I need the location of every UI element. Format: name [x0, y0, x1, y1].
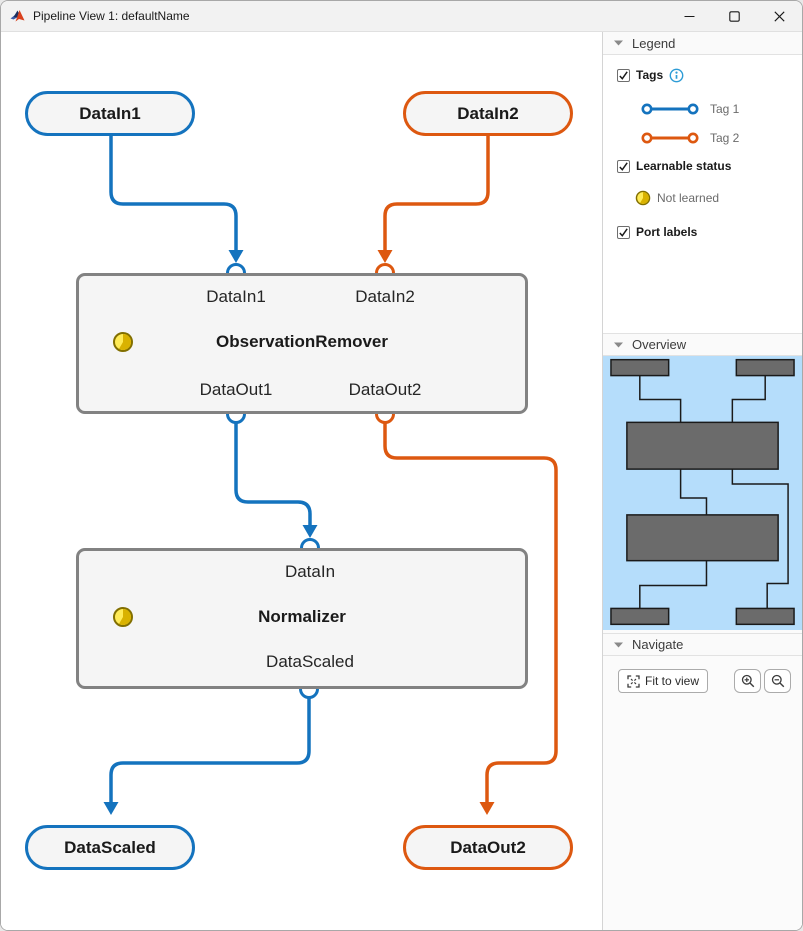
zoom-in-button[interactable]: [734, 669, 761, 693]
sink-node-dataout2[interactable]: DataOut2: [403, 825, 573, 870]
maximize-icon: [729, 10, 740, 22]
connection-datain2-to-observationremover[interactable]: [383, 134, 490, 253]
port-labels-row: Port labels: [617, 222, 697, 242]
sidebar: Legend Tags: [602, 32, 802, 930]
tag2-legend-row: Tag 2: [641, 128, 739, 148]
node-label: DataOut2: [450, 837, 526, 857]
minimize-button[interactable]: [667, 1, 712, 31]
node-label: DataIn1: [79, 103, 141, 123]
block-normalizer[interactable]: [76, 548, 528, 689]
checkmark-icon: [619, 227, 628, 237]
legend-section-header[interactable]: Legend: [603, 32, 802, 55]
source-node-datain1[interactable]: DataIn1: [25, 91, 195, 136]
node-label: DataScaled: [64, 837, 156, 857]
block-title: Normalizer: [258, 607, 346, 626]
port-label: DataIn: [284, 562, 336, 581]
port-label: DataOut1: [199, 380, 273, 399]
title-bar: Pipeline View 1: defaultName: [1, 1, 802, 32]
zoom-in-icon: [741, 674, 754, 688]
window-title: Pipeline View 1: defaultName: [33, 9, 190, 23]
pipeline-canvas[interactable]: DataIn1 DataIn2 DataScaled DataOut2 Data…: [1, 32, 602, 930]
port-labels-label: Port labels: [636, 225, 698, 239]
arrowhead-icon: [377, 250, 393, 263]
connection-dataout2-to-sink[interactable]: [383, 421, 558, 805]
zoom-out-icon: [771, 674, 784, 688]
not-learned-icon: [113, 332, 133, 352]
arrowhead-icon: [103, 802, 119, 815]
tag1-line-icon: [641, 103, 699, 115]
tags-checkbox-row: Tags: [617, 65, 684, 85]
port-label: DataIn1: [206, 287, 266, 306]
arrowhead-icon: [302, 525, 318, 538]
connection-datascaled-to-sink[interactable]: [109, 696, 311, 805]
tags-checkbox[interactable]: [617, 68, 630, 82]
not-learned-icon: [113, 607, 133, 627]
navigate-section-header[interactable]: Navigate: [603, 633, 802, 656]
not-learned-icon: [635, 190, 651, 206]
close-icon: [774, 10, 785, 22]
arrowhead-icon: [479, 802, 495, 815]
learnable-status-label: Learnable status: [636, 159, 732, 173]
block-observationremover[interactable]: [76, 273, 528, 414]
port-label: DataIn2: [355, 287, 415, 306]
not-learned-label: Not learned: [657, 191, 720, 205]
minimap-blocks: [610, 358, 795, 626]
connection-datain1-to-observationremover[interactable]: [109, 134, 238, 253]
minimize-icon: [684, 15, 695, 17]
zoom-out-button[interactable]: [764, 669, 791, 693]
port-label: DataScaled: [266, 652, 354, 671]
minimap-connections: [639, 375, 789, 609]
fit-to-view-icon: [627, 674, 640, 688]
fit-to-view-label: Fit to view: [644, 674, 699, 688]
source-node-datain2[interactable]: DataIn2: [403, 91, 573, 136]
connection-dataout1-to-normalizer[interactable]: [234, 421, 312, 528]
overview-section-header[interactable]: Overview: [603, 333, 802, 356]
learnable-status-checkbox[interactable]: [617, 159, 630, 173]
block-title: ObservationRemover: [216, 332, 388, 351]
legend-panel: Tags Tag 1: [603, 55, 802, 333]
fit-to-view-button[interactable]: Fit to view: [618, 669, 708, 693]
collapse-triangle-icon: [614, 40, 623, 46]
legend-header-label: Legend: [632, 35, 676, 51]
tag2-line-icon: [641, 132, 699, 144]
learnable-status-row: Learnable status: [617, 156, 731, 176]
not-learned-row: Not learned: [635, 188, 719, 208]
tag1-legend-row: Tag 1: [641, 99, 739, 119]
collapse-triangle-icon: [614, 342, 623, 347]
navigate-header-label: Navigate: [632, 637, 684, 652]
sink-node-datascaled[interactable]: DataScaled: [25, 825, 195, 870]
checkmark-icon: [619, 70, 628, 80]
tag2-label: Tag 2: [710, 131, 740, 145]
overview-minimap[interactable]: [603, 356, 802, 630]
port-labels-checkbox[interactable]: [617, 225, 630, 239]
close-button[interactable]: [757, 1, 802, 31]
tag1-label: Tag 1: [710, 102, 740, 116]
tags-label: Tags: [636, 68, 664, 82]
info-icon[interactable]: [669, 68, 684, 83]
collapse-triangle-icon: [614, 642, 623, 647]
maximize-button[interactable]: [712, 1, 757, 31]
arrowhead-icon: [228, 250, 244, 263]
overview-header-label: Overview: [632, 337, 687, 352]
checkmark-icon: [619, 161, 628, 171]
matlab-logo-icon: [10, 10, 25, 22]
port-label: DataOut2: [348, 380, 422, 399]
node-label: DataIn2: [457, 103, 519, 123]
